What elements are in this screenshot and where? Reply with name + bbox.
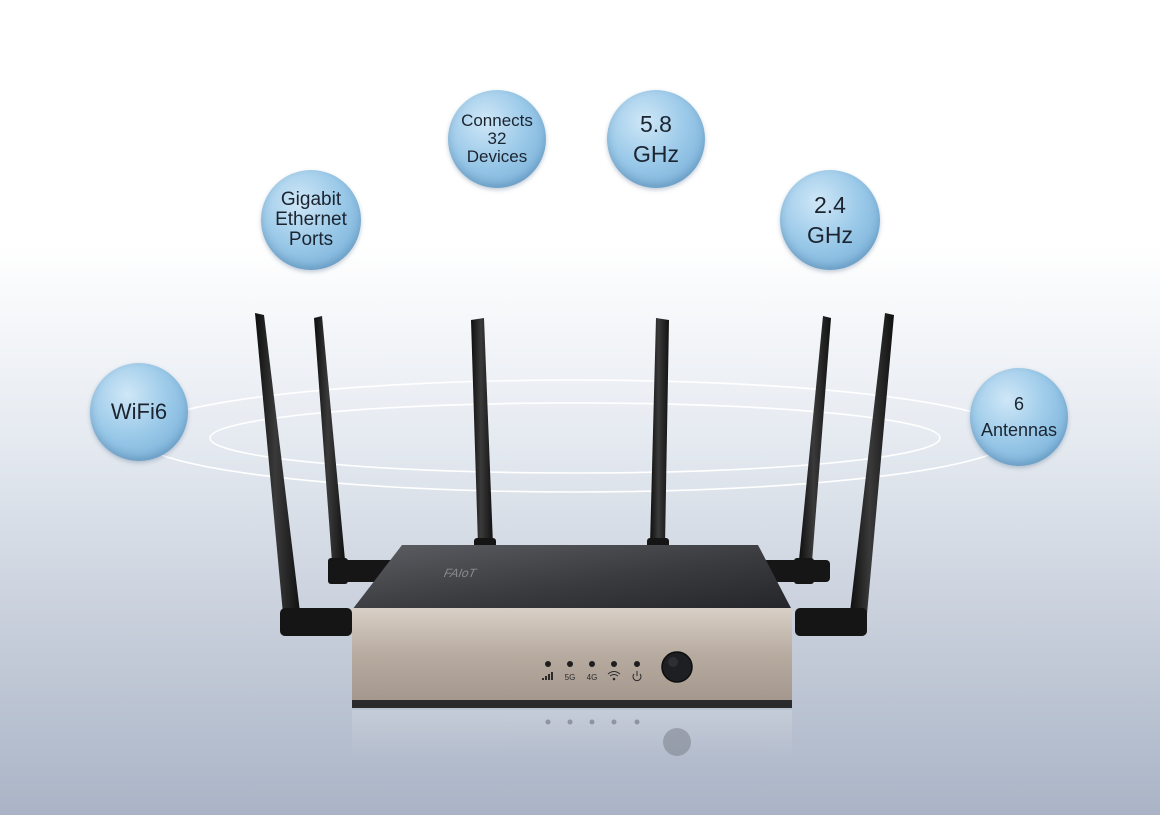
wifi-icon [607,671,621,681]
band-58ghz-badge-text: 5.8 GHz [633,111,679,167]
antenna-3 [471,318,496,554]
band-24ghz-badge-text: 2.4 GHz [807,192,853,248]
connects-devices-badge: Connects 32 Devices [448,90,546,188]
router-top [352,545,792,610]
antenna-1 [255,313,352,636]
signal-icon [542,672,553,680]
antennas-back [314,316,831,584]
router-body: FAIoT 5G 4G [352,545,792,708]
led-wifi [611,661,617,667]
brand-logo: FAIoT [443,566,479,580]
wifi6-badge: WiFi6 [90,363,188,461]
label-4g: 4G [587,673,598,682]
wifi6-badge-text: WiFi6 [110,399,168,424]
led-5g [567,661,573,667]
router-reflection [352,710,792,760]
inner-ring [209,402,941,474]
router-front [352,608,792,702]
band-24ghz-badge: 2.4 GHz [780,170,880,270]
antennas-badge: 6 Antennas [970,368,1068,466]
antenna-6 [795,313,894,636]
gigabit-ports-badge: Gigabit Ethernet Ports [261,170,361,270]
power-button[interactable] [661,651,693,683]
antenna-2 [314,316,348,584]
antennas-front [255,313,894,636]
band-58ghz-badge: 5.8 GHz [607,90,705,188]
connects-devices-badge-text: Connects 32 Devices [461,111,533,166]
led-signal [545,661,551,667]
label-5g: 5G [565,673,576,682]
gigabit-ports-badge-text: Gigabit Ethernet Ports [275,189,347,250]
led-4g [589,661,595,667]
led-row [545,661,640,667]
antennas-badge-text: 6 Antennas [980,394,1058,440]
antenna-5 [794,316,831,584]
led-power [634,661,640,667]
power-icon [632,671,642,682]
antenna-4 [647,318,669,554]
